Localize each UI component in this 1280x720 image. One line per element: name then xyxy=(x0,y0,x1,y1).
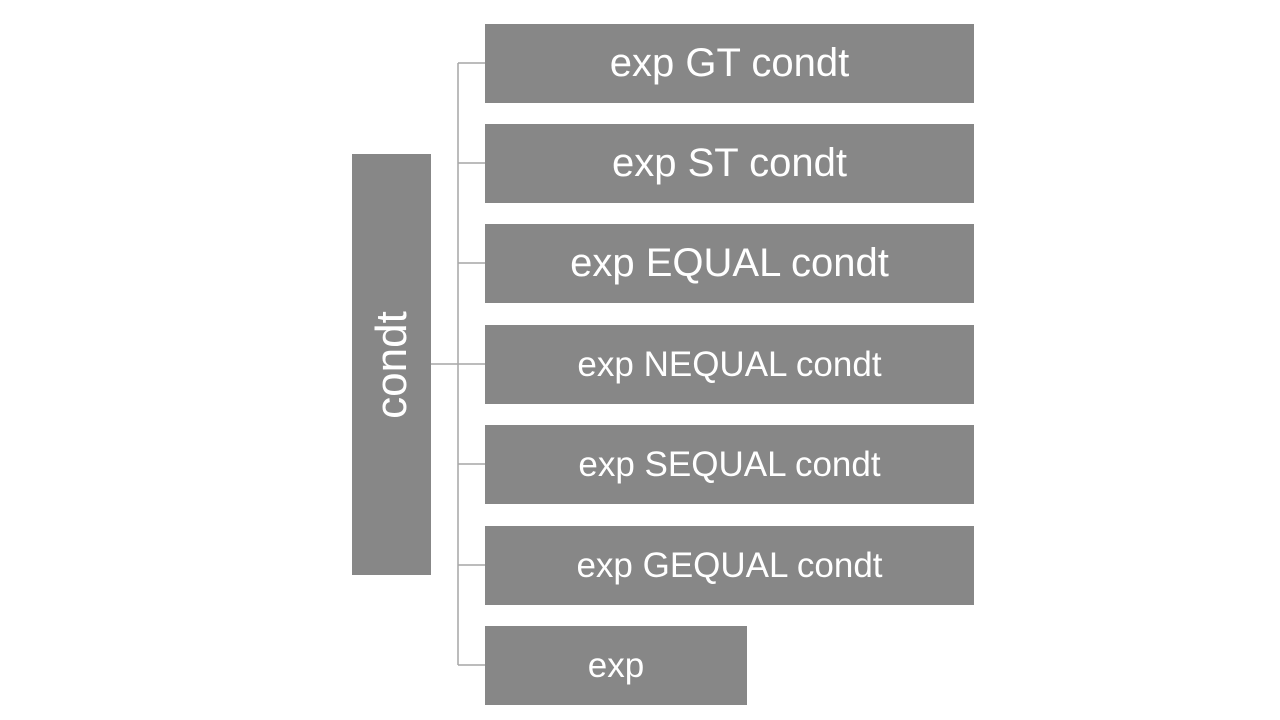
child-node-gt: exp GT condt xyxy=(485,24,974,103)
child-node-exp: exp xyxy=(485,626,747,705)
root-node-label: condt xyxy=(366,310,416,419)
child-node-label: exp SEQUAL condt xyxy=(578,444,881,484)
child-node-label: exp GT condt xyxy=(609,41,850,85)
child-node-gequal: exp GEQUAL condt xyxy=(485,526,974,605)
child-node-label: exp EQUAL condt xyxy=(570,241,889,285)
child-node-label: exp xyxy=(587,645,645,685)
root-node: condt xyxy=(352,154,431,575)
child-node-label: exp NEQUAL condt xyxy=(577,344,882,384)
child-node-st: exp ST condt xyxy=(485,124,974,203)
child-node-nequal: exp NEQUAL condt xyxy=(485,325,974,404)
child-node-label: exp GEQUAL condt xyxy=(576,545,883,585)
child-node-sequal: exp SEQUAL condt xyxy=(485,425,974,504)
child-node-label: exp ST condt xyxy=(612,141,847,185)
child-node-equal: exp EQUAL condt xyxy=(485,224,974,303)
